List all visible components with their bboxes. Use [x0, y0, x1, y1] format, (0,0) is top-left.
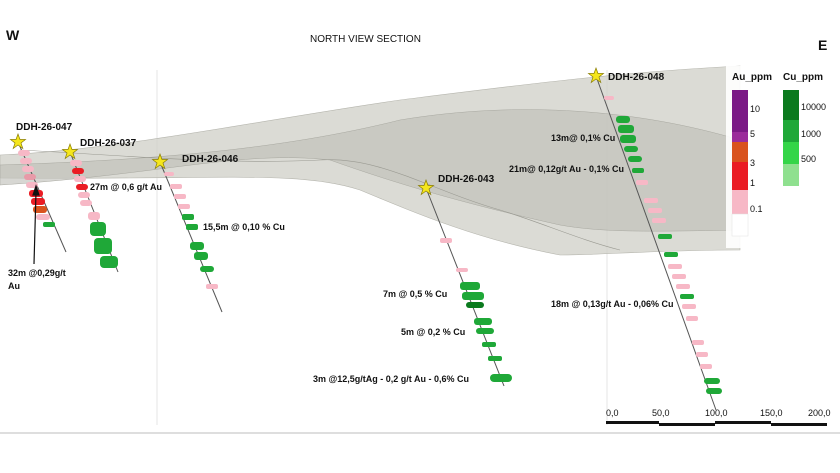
- legend-cu-swatch: [783, 120, 799, 142]
- drillhole-label-048: DDH-26-048: [608, 72, 665, 83]
- drillhole-046-assays: [164, 172, 218, 289]
- scale-bar: 0,0 50,0 100,0 150,0 200,0: [606, 408, 831, 426]
- legend-au-swatch: [731, 213, 749, 237]
- legend-cu-swatch: [783, 90, 799, 120]
- west-label: W: [6, 27, 20, 43]
- intercept-label: 3m @12,5g/tAg - 0,2 g/t Au - 0,6% Cu: [313, 374, 469, 384]
- legend-au-swatch: [732, 142, 748, 162]
- intercept-label: 27m @ 0,6 g/t Au: [90, 182, 162, 192]
- star-icon: [417, 178, 435, 196]
- legend: Au_ppm Cu_ppm 10 5 3 1 0.1 10000 1000 50…: [726, 66, 840, 248]
- legend-au-value: 10: [750, 104, 760, 114]
- legend-cu-value: 500: [801, 154, 816, 164]
- legend-au-value: 0.1: [750, 204, 763, 214]
- drillhole-label-046: DDH-26-046: [182, 154, 239, 165]
- scale-tick-label: 50,0: [652, 408, 670, 418]
- scale-tick-label: 0,0: [606, 408, 619, 418]
- scale-tick-label: 150,0: [760, 408, 783, 418]
- intercept-label: 5m @ 0,2 % Cu: [401, 327, 465, 337]
- drillhole-label-037: DDH-26-037: [80, 138, 137, 149]
- intercept-label: 32m @0,29g/t: [8, 268, 66, 278]
- drillhole-label-047: DDH-26-047: [16, 122, 73, 133]
- legend-au-swatch: [732, 132, 748, 142]
- legend-au-swatch: [732, 90, 748, 132]
- intercept-label: Au: [8, 281, 20, 291]
- star-icon: [151, 152, 169, 170]
- legend-au-value: 1: [750, 178, 755, 188]
- intercept-arrow: [32, 184, 40, 265]
- legend-cu-swatch: [783, 164, 799, 186]
- legend-cu-value: 1000: [801, 129, 821, 139]
- legend-cu-title: Cu_ppm: [783, 72, 823, 83]
- intercept-label: 18m @ 0,13g/t Au - 0,06% Cu: [551, 299, 673, 309]
- legend-au-swatch: [732, 190, 748, 214]
- section-title: NORTH VIEW SECTION: [310, 34, 421, 45]
- geology-surface: [0, 65, 741, 256]
- east-label: E: [818, 37, 827, 53]
- intercept-label: 15,5m @ 0,10 % Cu: [203, 222, 285, 232]
- drillhole-043-assays: [440, 238, 512, 382]
- intercept-label: 13m@ 0,1% Cu: [551, 133, 615, 143]
- drillhole-label-043: DDH-26-043: [438, 174, 495, 185]
- drillhole-048-assays: [604, 96, 722, 394]
- intercept-label: 21m@ 0,12g/t Au - 0,1% Cu: [509, 164, 624, 174]
- legend-au-value: 3: [750, 158, 755, 168]
- star-icon: [61, 142, 79, 160]
- legend-au-swatch: [732, 162, 748, 190]
- intercept-label: 7m @ 0,5 % Cu: [383, 289, 447, 299]
- scale-tick-label: 200,0: [808, 408, 831, 418]
- star-icon: [587, 66, 605, 84]
- drillhole-037-assays: [70, 160, 118, 268]
- legend-au-value: 5: [750, 129, 755, 139]
- legend-cu-swatch: [783, 142, 799, 164]
- star-icon: [9, 132, 27, 150]
- collar-stars: [9, 66, 605, 196]
- legend-au-title: Au_ppm: [732, 72, 772, 83]
- scale-tick-label: 100,0: [705, 408, 728, 418]
- legend-cu-value: 10000: [801, 102, 826, 112]
